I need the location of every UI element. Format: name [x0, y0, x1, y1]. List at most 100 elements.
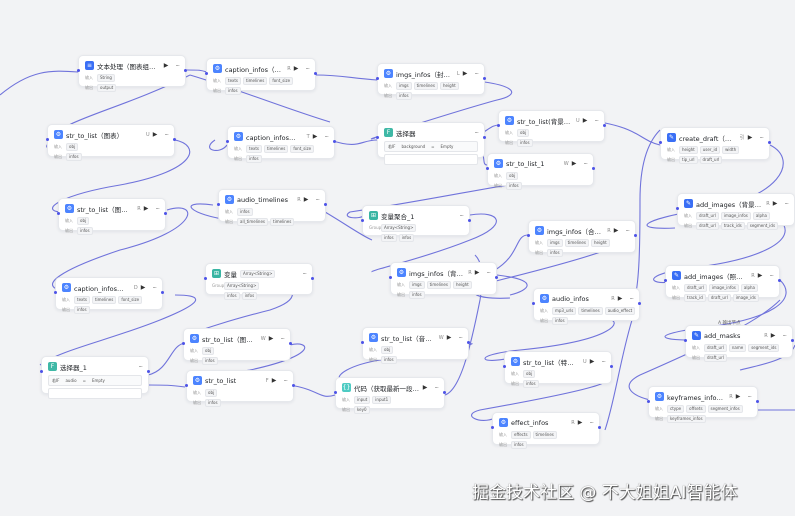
more-icon[interactable]: ··· [152, 283, 157, 292]
node-caption-infos-title[interactable]: ⚙caption_infos（图表）R▶··· 输入textstimelines… [205, 58, 317, 95]
output-port[interactable] [289, 342, 292, 345]
run-icon[interactable]: ▶ [770, 332, 776, 339]
input-port[interactable] [376, 77, 379, 80]
more-icon[interactable]: ··· [474, 69, 479, 78]
run-icon[interactable]: ▶ [577, 419, 583, 426]
more-icon[interactable]: ··· [155, 204, 160, 213]
more-icon[interactable]: ··· [138, 362, 143, 371]
run-icon[interactable]: ▶ [422, 384, 428, 391]
run-icon[interactable]: ▶ [772, 200, 778, 207]
output-port[interactable] [311, 277, 314, 280]
more-icon[interactable]: ··· [769, 271, 774, 280]
input-port[interactable] [226, 140, 229, 143]
input-port[interactable] [659, 141, 662, 144]
output-port[interactable] [603, 124, 606, 127]
input-port[interactable] [46, 138, 49, 141]
run-icon[interactable]: ▶ [293, 65, 299, 72]
run-icon[interactable]: ▶ [152, 131, 158, 138]
more-icon[interactable]: ··· [747, 392, 752, 401]
more-icon[interactable]: ··· [486, 268, 491, 277]
run-icon[interactable]: ▶ [474, 269, 480, 276]
input-port[interactable] [684, 339, 687, 342]
output-port[interactable] [791, 339, 794, 342]
more-icon[interactable]: ··· [305, 64, 310, 73]
output-port[interactable] [333, 140, 336, 143]
run-icon[interactable]: ▶ [446, 334, 452, 341]
input-port[interactable] [486, 167, 489, 170]
else-row[interactable] [48, 388, 142, 399]
output-port[interactable] [638, 302, 641, 305]
output-port[interactable] [467, 341, 470, 344]
more-icon[interactable]: ··· [280, 334, 285, 343]
run-icon[interactable]: ▶ [268, 335, 274, 342]
more-icon[interactable]: ··· [458, 333, 463, 342]
input-port[interactable] [664, 279, 667, 282]
run-icon[interactable]: ▶ [571, 160, 577, 167]
run-icon[interactable]: ▶ [735, 393, 741, 400]
more-icon[interactable]: ··· [459, 211, 464, 220]
output-port[interactable] [634, 234, 637, 237]
output-port[interactable] [468, 219, 471, 222]
more-icon[interactable]: ··· [589, 418, 594, 427]
more-icon[interactable]: ··· [164, 130, 169, 139]
run-icon[interactable]: ▶ [303, 196, 309, 203]
input-port[interactable] [182, 342, 185, 345]
more-icon[interactable]: ··· [601, 357, 606, 366]
more-icon[interactable]: ··· [315, 195, 320, 204]
output-port[interactable] [161, 291, 164, 294]
input-port[interactable] [497, 124, 500, 127]
node-add-images-photo[interactable]: ✎add_images（照片图片）R▶··· 输入draft_urlimage_… [664, 265, 781, 302]
run-icon[interactable]: ▶ [140, 284, 146, 291]
run-icon[interactable]: ▶ [582, 117, 588, 124]
more-icon[interactable]: ··· [625, 226, 630, 235]
run-icon[interactable]: ▶ [589, 358, 595, 365]
node-add-images-bg[interactable]: ✎add_images（背景图片）R▶··· 输入draft_urlimage_… [676, 193, 795, 230]
run-icon[interactable]: ▶ [747, 134, 753, 141]
input-port[interactable] [647, 400, 650, 403]
output-port[interactable] [778, 279, 781, 282]
node-caption-infos-season[interactable]: ⚙caption_infos（图季）T▶··· 输入textstimelines… [226, 126, 336, 163]
more-icon[interactable]: ··· [759, 133, 764, 142]
input-port[interactable] [205, 72, 208, 75]
node-create-draft[interactable]: ✎create_draft（创建草稿）引▶··· 输入heightuser_id… [659, 127, 771, 164]
input-port[interactable] [57, 212, 60, 215]
output-port[interactable] [164, 212, 167, 215]
output-port[interactable] [443, 391, 446, 394]
more-icon[interactable]: ··· [583, 159, 588, 168]
node-keyframes-infos[interactable]: ⚙keyframes_infos（照片图片...R▶··· 输入ctypeoff… [647, 386, 759, 423]
output-port[interactable] [184, 69, 187, 72]
output-port[interactable] [768, 141, 771, 144]
more-icon[interactable]: ··· [629, 294, 634, 303]
output-port[interactable] [483, 77, 486, 80]
else-row[interactable] [384, 154, 478, 165]
input-port[interactable] [503, 365, 506, 368]
more-icon[interactable]: ··· [324, 132, 329, 141]
output-port[interactable] [324, 203, 327, 206]
output-port[interactable] [314, 72, 317, 75]
input-port[interactable] [204, 277, 207, 280]
run-icon[interactable]: ▶ [163, 62, 169, 69]
output-port[interactable] [610, 365, 613, 368]
input-port[interactable] [217, 203, 220, 206]
input-port[interactable] [361, 219, 364, 222]
run-icon[interactable]: ▶ [757, 272, 763, 279]
output-port[interactable] [173, 138, 176, 141]
run-icon[interactable]: ▶ [462, 70, 468, 77]
